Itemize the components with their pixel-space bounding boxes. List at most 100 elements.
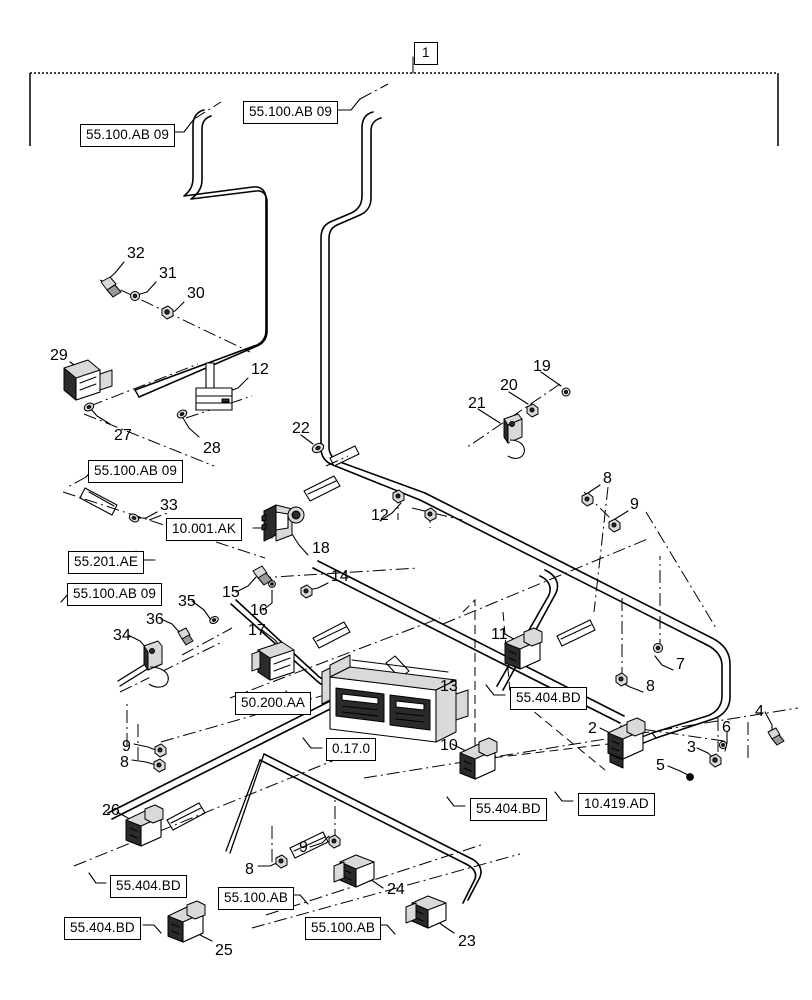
item-number-3: 3 bbox=[687, 739, 696, 756]
part-26-connector bbox=[125, 804, 164, 847]
part-31-washer bbox=[130, 291, 140, 301]
part-18-connector bbox=[261, 504, 305, 542]
part-11-connector bbox=[504, 627, 543, 670]
item-number-19: 19 bbox=[533, 358, 551, 375]
item-number-11: 11 bbox=[491, 626, 508, 643]
part-20-nut bbox=[526, 403, 539, 418]
item-number-30: 30 bbox=[187, 285, 205, 302]
part-19-bolt bbox=[561, 387, 571, 397]
connector-parts bbox=[63, 359, 646, 943]
item-number-28: 28 bbox=[203, 440, 221, 457]
ref-box-0170: 0.17.0 bbox=[326, 738, 377, 761]
ref-box-50200aa: 50.200.AA bbox=[235, 692, 311, 715]
item-number-29: 29 bbox=[50, 347, 68, 364]
item-number-6: 6 bbox=[722, 719, 731, 736]
item-number-36: 36 bbox=[146, 611, 164, 628]
item-number-17: 17 bbox=[248, 622, 266, 639]
part-8-nut-d bbox=[275, 854, 288, 869]
item-number-34: 34 bbox=[113, 627, 131, 644]
ref-box-55404bd-c: 55.404.BD bbox=[110, 875, 187, 898]
part-12-nut-b bbox=[424, 507, 437, 522]
leader-lines bbox=[69, 261, 773, 942]
part-8-nut-c bbox=[153, 758, 166, 773]
item-number-2: 2 bbox=[588, 720, 597, 737]
part-36-bolt bbox=[177, 627, 194, 646]
part-13-ecu-module bbox=[321, 654, 469, 743]
ref-box-55404bd-d: 55.404.BD bbox=[64, 917, 141, 940]
item-number-5: 5 bbox=[656, 757, 665, 774]
part-3-nut bbox=[709, 753, 722, 768]
ref-box-10419ad: 10.419.AD bbox=[578, 793, 655, 816]
item-number-25: 25 bbox=[215, 942, 233, 959]
part-5-pin bbox=[686, 773, 694, 781]
part-9-nut-b bbox=[154, 743, 167, 758]
part-32-bolt bbox=[100, 276, 122, 298]
item-number-35: 35 bbox=[178, 593, 196, 610]
part-35-eyelet bbox=[209, 616, 219, 624]
part-23-connector bbox=[405, 895, 447, 929]
item-number-24: 24 bbox=[387, 881, 405, 898]
frame-item-number: 1 bbox=[414, 42, 438, 65]
item-number-22: 22 bbox=[292, 420, 310, 437]
item-number-8-b: 8 bbox=[646, 678, 655, 695]
item-number-10: 10 bbox=[440, 737, 458, 754]
item-number-18: 18 bbox=[312, 540, 330, 557]
fastener-parts bbox=[83, 276, 785, 869]
part-15-bolt bbox=[252, 565, 273, 586]
part-12-bracket bbox=[195, 362, 233, 411]
item-number-31: 31 bbox=[159, 265, 177, 282]
part-14-nut bbox=[300, 584, 313, 599]
ref-box-55100ab09-a: 55.100.AB 09 bbox=[80, 124, 176, 147]
ref-box-55201ae: 55.201.AE bbox=[68, 551, 144, 574]
part-16-pin bbox=[268, 580, 276, 588]
item-number-7: 7 bbox=[676, 656, 685, 673]
part-30-nut bbox=[161, 305, 174, 320]
item-number-9-a: 9 bbox=[630, 496, 639, 513]
part-27-eyelet bbox=[83, 402, 95, 412]
ref-box-55100ab09-d: 55.100.AB 09 bbox=[67, 583, 163, 606]
part-21-clip bbox=[503, 413, 525, 459]
part-2-connector bbox=[607, 717, 646, 769]
item-number-12-b: 12 bbox=[371, 507, 389, 524]
part-9-nut-a bbox=[608, 518, 621, 533]
item-number-8-c: 8 bbox=[120, 754, 129, 771]
item-number-4: 4 bbox=[755, 703, 764, 720]
part-4-bolt bbox=[767, 727, 785, 746]
item-number-23: 23 bbox=[458, 933, 476, 950]
item-number-21: 21 bbox=[468, 395, 486, 412]
item-number-12-a: 12 bbox=[251, 361, 269, 378]
part-8-nut-a bbox=[581, 492, 594, 507]
part-33-eyelet bbox=[128, 513, 140, 523]
ref-box-55100ab-a: 55.100.AB bbox=[218, 887, 294, 910]
item-number-13: 13 bbox=[440, 678, 458, 695]
item-number-9-c: 9 bbox=[299, 839, 308, 856]
part-17-connector bbox=[251, 641, 295, 681]
item-number-14: 14 bbox=[331, 568, 349, 585]
item-number-33: 33 bbox=[160, 497, 178, 514]
part-12-nut-a bbox=[392, 489, 405, 504]
part-10-connector bbox=[459, 737, 498, 780]
part-28-eyelet bbox=[176, 409, 188, 419]
part-24-connector bbox=[333, 854, 375, 888]
part-9-nut-c bbox=[328, 834, 341, 849]
item-number-26: 26 bbox=[102, 802, 120, 819]
part-8-nut-b bbox=[615, 672, 628, 687]
part-29-connector bbox=[63, 359, 113, 401]
ref-box-55404bd-a: 55.404.BD bbox=[510, 687, 587, 710]
assembly-center-lines bbox=[62, 279, 799, 929]
ref-box-55100ab-b: 55.100.AB bbox=[305, 917, 381, 940]
ref-box-10001ak: 10.001.AK bbox=[166, 518, 242, 541]
item-number-16: 16 bbox=[250, 602, 268, 619]
part-6-washer bbox=[718, 740, 728, 750]
drawing-frame bbox=[29, 56, 779, 146]
part-25-connector bbox=[167, 900, 206, 943]
ref-box-55404bd-b: 55.404.BD bbox=[470, 798, 547, 821]
item-number-8-a: 8 bbox=[603, 470, 612, 487]
part-22-eyelet bbox=[311, 442, 325, 454]
item-number-32: 32 bbox=[127, 245, 145, 262]
ref-box-55100ab09-c: 55.100.AB 09 bbox=[88, 460, 184, 483]
item-number-20: 20 bbox=[500, 377, 518, 394]
item-number-27: 27 bbox=[114, 427, 132, 444]
